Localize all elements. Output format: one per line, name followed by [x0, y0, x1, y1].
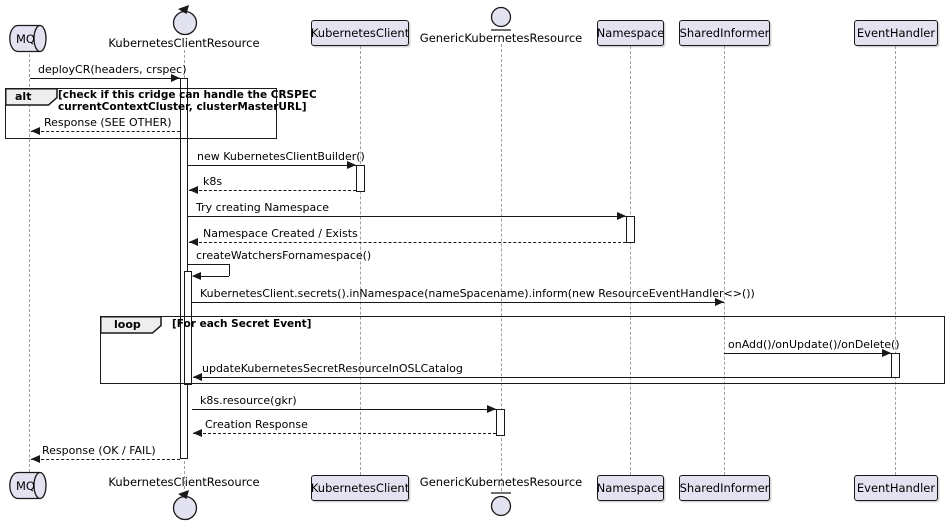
activation-namespace	[626, 216, 635, 243]
participant-name: Namespace	[596, 26, 665, 40]
participant-kubernetesclient-top: KubernetesClient	[311, 20, 409, 46]
message-label: new KubernetesClientBuilder()	[197, 150, 365, 163]
message-line	[724, 353, 891, 354]
entity-icon	[489, 491, 513, 521]
alt-fragment-guard: [check if this cridge can handle the CRS…	[58, 89, 317, 113]
participant-name: Namespace	[596, 481, 665, 495]
participant-name: KubernetesClient	[310, 481, 410, 495]
participant-kubernetesclientresource-bottom: KubernetesClientResource	[108, 475, 260, 489]
participant-name: SharedInformer	[679, 26, 770, 40]
participant-eventhandler-top: EventHandler	[854, 20, 938, 46]
activation-kubernetesclient	[356, 165, 365, 192]
self-message-top	[188, 264, 229, 265]
loop-fragment	[100, 316, 945, 384]
message-line	[31, 459, 180, 460]
control-icon	[168, 4, 202, 42]
participant-sharedinformer-bottom: SharedInformer	[679, 475, 770, 501]
participant-name: MQ	[16, 479, 35, 493]
arrow-right-icon	[715, 298, 724, 306]
alt-guard-line1: [check if this cridge can handle the CRS…	[58, 89, 317, 101]
activation-generickubernetesresource	[496, 409, 505, 436]
alt-guard-line2: currentContextCluster, clusterMasterURL]	[58, 100, 307, 113]
alt-fragment-label: alt	[15, 90, 32, 103]
participant-mq-bottom: MQ	[7, 471, 51, 505]
loop-fragment-tab	[100, 316, 162, 338]
arrow-left-icon	[193, 373, 202, 381]
participant-kubernetesclientresource-top: KubernetesClientResource	[108, 36, 260, 50]
message-label: deployCR(headers, crspec)	[38, 63, 187, 76]
activation-eventhandler	[891, 353, 900, 378]
message-label: Try creating Namespace	[196, 201, 330, 214]
loop-fragment-guard: [For each Secret Event]	[172, 318, 312, 330]
lifeline-generickubernetesresource	[501, 44, 502, 491]
arrow-left-icon	[192, 272, 201, 280]
queue-icon	[9, 471, 47, 500]
fragment-tab-shape	[5, 88, 58, 106]
arrow-right-icon	[347, 161, 356, 169]
participant-mq-top: MQ	[7, 24, 51, 58]
participant-name: MQ	[16, 32, 35, 46]
loop-fragment-label: loop	[114, 318, 141, 331]
lifeline-kubernetesclient	[360, 46, 361, 475]
message-label: k8s	[203, 175, 223, 188]
alt-fragment	[5, 88, 277, 139]
entity-icon	[489, 6, 513, 36]
message-line	[189, 190, 356, 191]
activation-kcr-main	[180, 78, 188, 459]
message-label: Namespace Created / Exists	[203, 227, 358, 240]
message-label: onAdd()/onUpdate()/onDelete()	[728, 338, 900, 351]
lifeline-namespace	[630, 46, 631, 475]
participant-namespace-top: Namespace	[597, 20, 664, 46]
participant-kubernetesclient-bottom: KubernetesClient	[311, 475, 409, 501]
message-line	[189, 242, 626, 243]
alt-fragment-tab	[5, 88, 58, 110]
participant-eventhandler-bottom: EventHandler	[854, 475, 938, 501]
message-label: Response (OK / FAIL)	[42, 444, 156, 457]
lifeline-eventhandler	[895, 46, 896, 475]
arrow-left-icon	[193, 429, 202, 437]
activation-kcr-nested	[184, 271, 192, 385]
arrow-left-icon	[31, 455, 40, 463]
self-message-side	[229, 264, 230, 276]
control-icon	[168, 489, 202, 527]
self-message-bottom	[193, 276, 229, 277]
message-line	[30, 78, 180, 79]
arrow-right-icon	[171, 74, 180, 82]
lifeline-sharedinformer	[724, 46, 725, 475]
participant-sharedinformer-top: SharedInformer	[679, 20, 770, 46]
message-line	[193, 377, 891, 378]
arrow-left-icon	[189, 238, 198, 246]
arrow-left-icon	[189, 186, 198, 194]
message-label: Response (SEE OTHER)	[44, 116, 172, 129]
arrow-right-icon	[882, 349, 891, 357]
message-label: k8s.resource(gkr)	[200, 394, 297, 407]
participant-name: SharedInformer	[679, 481, 770, 495]
lifeline-mq	[29, 54, 30, 472]
message-line	[193, 433, 496, 434]
message-line	[31, 131, 180, 132]
fragment-tab-shape	[100, 316, 162, 334]
participant-name: EventHandler	[856, 26, 936, 40]
message-label: updateKubernetesSecretResourceInOSLCatal…	[202, 362, 463, 375]
participant-name: EventHandler	[856, 481, 936, 495]
message-line	[192, 302, 724, 303]
message-label: Creation Response	[205, 418, 308, 431]
message-label: createWatchersFornamespace()	[196, 249, 372, 262]
arrow-right-icon	[617, 212, 626, 220]
participant-namespace-bottom: Namespace	[597, 475, 664, 501]
arrow-right-icon	[487, 405, 496, 413]
message-line	[188, 165, 356, 166]
message-line	[192, 409, 496, 410]
message-label: KubernetesClient.secrets().inNamespace(n…	[200, 287, 755, 300]
participant-generickubernetesresource-top: GenericKubernetesResource	[419, 31, 583, 45]
participant-name: KubernetesClient	[310, 26, 410, 40]
participant-generickubernetesresource-bottom: GenericKubernetesResource	[419, 475, 583, 489]
message-line	[188, 216, 626, 217]
arrow-left-icon	[31, 127, 40, 135]
queue-icon	[9, 24, 47, 53]
